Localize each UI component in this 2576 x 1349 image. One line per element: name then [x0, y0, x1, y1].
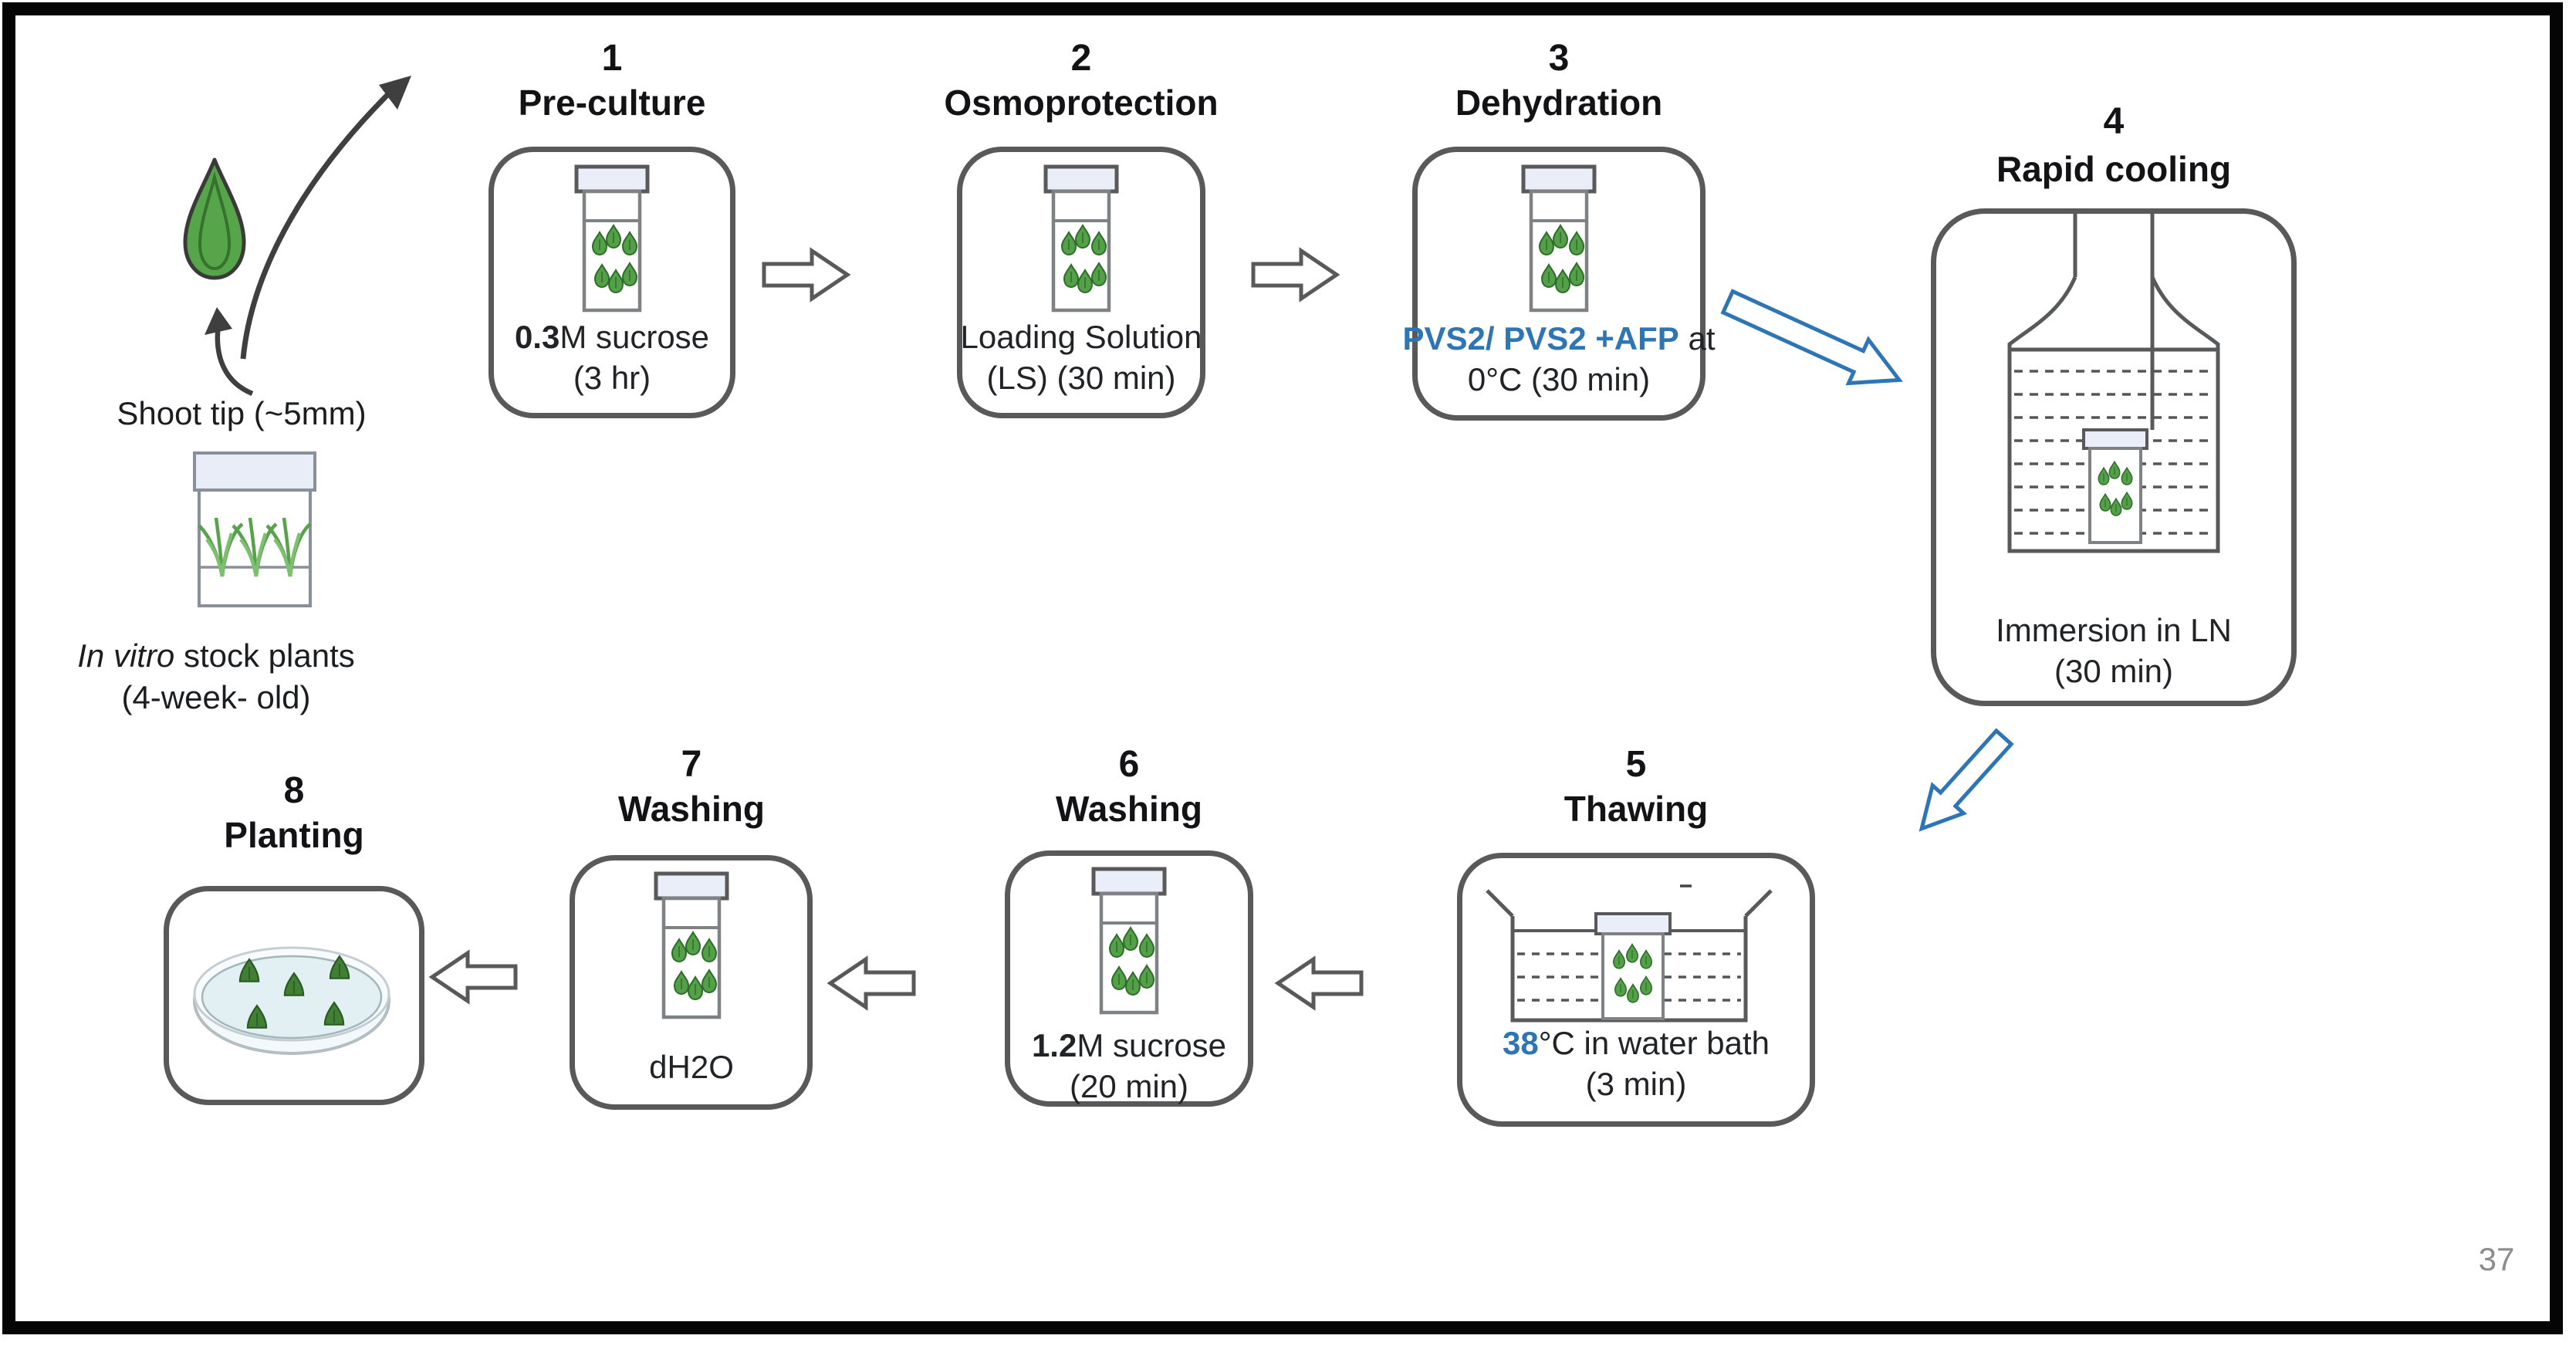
step-3-caption: PVS2/ PVS2 +AFP at 0°C (30 min) [1397, 318, 1721, 400]
step-2-caption-line2: (LS) (30 min) [986, 360, 1176, 396]
stock-plants-jar-icon [193, 451, 316, 607]
stock-plants-label-rest: stock plants [174, 637, 355, 674]
step-6-caption-bold: 1.2 [1031, 1027, 1077, 1063]
specimen-jar-icon [645, 871, 738, 1021]
step-3-caption-highlight: PVS2/ PVS2 +AFP [1402, 320, 1679, 357]
step-8-title: Planting [224, 815, 364, 855]
step-3-title: Dehydration [1455, 83, 1663, 123]
step-1-number: 1 [601, 38, 623, 79]
flow-arrow-right-icon [1250, 247, 1340, 303]
step-1-caption-bold: 0.3 [514, 319, 560, 355]
stock-plants-age-label: (4-week- old) [121, 679, 311, 715]
water-bath-icon [1486, 884, 1773, 1023]
shoot-tip-icon [183, 157, 246, 280]
flow-arrow-left-icon [1275, 955, 1364, 1011]
step-7-caption: dH2O [537, 1046, 846, 1087]
step-5-caption: 38°C in water bath (3 min) [1457, 1023, 1815, 1104]
page-number: 37 [2478, 1241, 2515, 1277]
step-7-caption-line1: dH2O [649, 1049, 734, 1085]
step-4-title: Rapid cooling [1996, 149, 2232, 189]
step-2-title: Osmoprotection [944, 83, 1219, 123]
shoot-tip-label: Shoot tip (~5mm) [117, 395, 367, 431]
stock-plants-label: In vitro stock plants [39, 637, 394, 674]
step-8-number: 8 [283, 770, 305, 811]
specimen-jar-icon [1035, 164, 1127, 314]
step-7-number: 7 [681, 744, 702, 785]
step-6-caption-line2: (20 min) [1069, 1068, 1189, 1104]
step-1-caption-line2: (3 hr) [573, 360, 651, 396]
flow-arrow-right-icon [761, 247, 850, 303]
specimen-jar-icon [566, 164, 658, 314]
specimen-jar-icon [1083, 866, 1175, 1016]
step-1-title: Pre-culture [518, 83, 706, 123]
step-5-caption-line2: (3 min) [1585, 1066, 1687, 1102]
step-5-caption-highlight: 38 [1503, 1025, 1539, 1061]
step-2-caption: Loading Solution (LS) (30 min) [927, 316, 1236, 398]
step-1-caption: 0.3M sucrose (3 hr) [458, 316, 766, 398]
step-6-caption: 1.2M sucrose (20 min) [975, 1025, 1283, 1107]
step-4-caption-line2: (30 min) [2054, 653, 2174, 689]
flow-arrow-left-icon [827, 955, 917, 1011]
step-6-caption-rest: M sucrose [1077, 1027, 1227, 1063]
step-5-title: Thawing [1564, 789, 1709, 829]
step-2-number: 2 [1070, 38, 1092, 79]
step-3-caption-rest: at [1678, 320, 1716, 357]
step-7-title: Washing [618, 789, 765, 829]
blue-arrow-step3-to-step4-icon [1714, 276, 1914, 407]
step-5-number: 5 [1625, 744, 1647, 785]
flow-arrow-left-icon [429, 949, 519, 1005]
step-4-number: 4 [2103, 101, 2125, 142]
blue-arrow-step4-to-step5-icon [1902, 719, 2023, 847]
step-3-number: 3 [1548, 38, 1570, 79]
step-2-caption-line1: Loading Solution [960, 319, 1202, 355]
step-4-caption-line1: Immersion in LN [1996, 612, 2232, 648]
step-1-caption-rest: M sucrose [559, 319, 710, 355]
curved-arrow-to-step1-icon [240, 76, 411, 360]
liquid-nitrogen-dewar-icon [2007, 213, 2220, 553]
step-6-title: Washing [1056, 789, 1202, 829]
step-5-caption-rest: °C in water bath [1538, 1025, 1770, 1061]
step-3-caption-line2: 0°C (30 min) [1467, 361, 1651, 397]
step-4-caption: Immersion in LN (30 min) [1931, 610, 2297, 691]
step-6-number: 6 [1118, 744, 1140, 785]
curved-arrow-to-shoot-tip-icon [205, 307, 254, 397]
stock-plants-label-italic: In vitro [77, 637, 175, 674]
petri-dish-icon [193, 946, 390, 1055]
specimen-jar-icon [1513, 164, 1605, 314]
